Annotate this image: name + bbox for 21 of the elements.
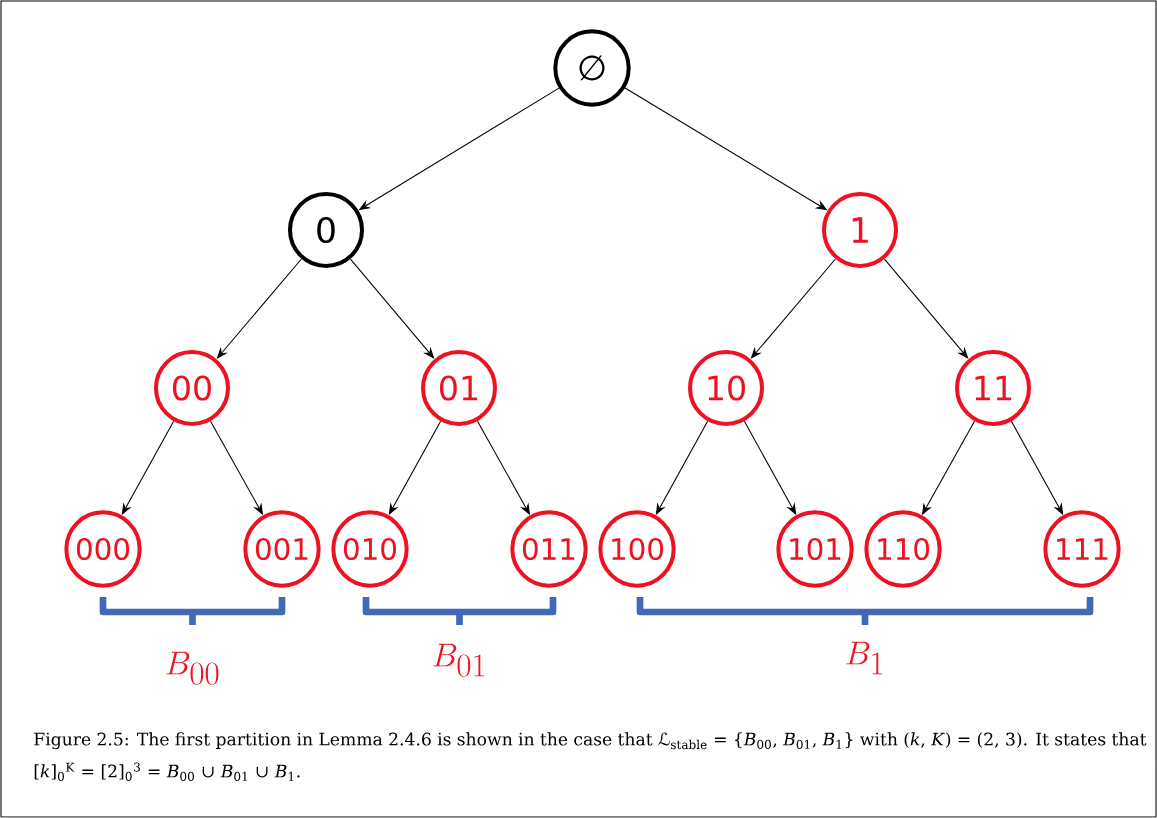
tree-node: 100 <box>598 510 676 588</box>
tree-node: ∅ <box>553 29 631 107</box>
tree-node: 001 <box>243 510 321 588</box>
tree-node: 0 <box>288 192 364 268</box>
caption: Figure 2.5: The first partition in Lemma 2.4.6 is shown in the case that ℒ$_{stable}$ = {B$_{00}$, B$_{01}$, B$_{1}$} with (k, K) = (2, 3). It states that [k]$_{0}$$^{K}$ = [2]$_{0}$$^{3}$ = B$_{00}$ ∪ B$_{01}$ ∪ B$_{1}$. <box>34 732 1147 781</box>
tree-node: 110 <box>864 510 942 588</box>
tree-node: 111 <box>1043 510 1121 588</box>
tree-node: 011 <box>510 510 588 588</box>
tree-node: 00 <box>154 350 230 426</box>
tree-node: 01 <box>421 350 497 426</box>
arrow <box>349 258 435 359</box>
set-label: $B_{01}$ <box>433 643 485 677</box>
tree-node: 010 <box>331 510 409 588</box>
arrow <box>883 258 969 359</box>
tree-node: 101 <box>776 510 854 588</box>
tree-node: 1 <box>822 192 898 268</box>
set-label: $B_{1}$ <box>846 641 883 675</box>
tree-node: 11 <box>955 350 1031 426</box>
set-label: $B_{00}$ <box>166 651 219 685</box>
tree-node: 10 <box>688 350 764 426</box>
tree-node: 000 <box>64 510 142 588</box>
